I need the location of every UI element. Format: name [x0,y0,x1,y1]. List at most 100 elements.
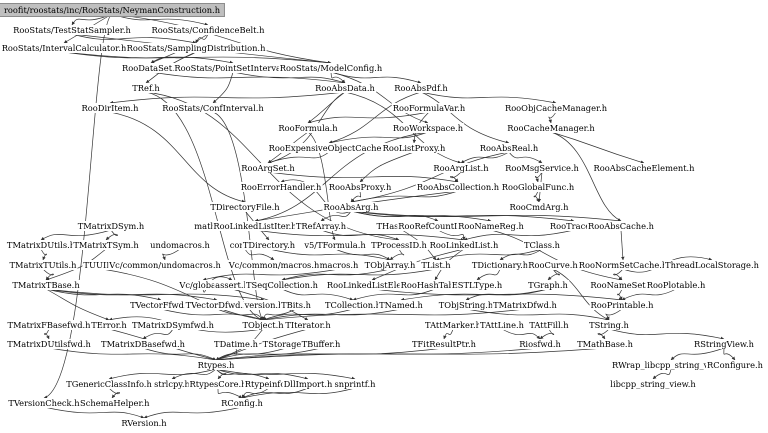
node-tmathbase[interactable]: TMathBase.h [576,339,634,349]
node-tfitresultptr[interactable]: TFitResultPtr.h [411,339,477,349]
node-snprintf[interactable]: snprintf.h [333,379,377,389]
node-rooworkspace[interactable]: RooWorkspace.h [391,123,465,133]
node-rconfig[interactable]: RConfig.h [220,398,264,408]
node-tobjarray[interactable]: TObjArray.h [363,260,417,270]
node-tstorage[interactable]: TStorage.h [261,339,311,349]
node-estltype[interactable]: ESTLType.h [450,280,504,290]
node-tbuffer[interactable]: TBuffer.h [300,339,342,349]
node-rwrap-libcpp-string-view[interactable]: RWrap_libcpp_string_view.h [611,360,731,370]
node-trefarray[interactable]: TRefArray.h [294,221,348,231]
node-rooabspdf[interactable]: RooAbsPdf.h [393,83,449,93]
node-tmatrixfbasefwd[interactable]: TMatrixFBasefwd.h [6,320,92,330]
node-tseqcollection[interactable]: TSeqCollection.h [245,280,319,290]
node-roostats-samplingdistribution[interactable]: RooStats/SamplingDistribution.h [125,43,267,53]
node-rooabscacheelement[interactable]: RooAbsCacheElement.h [592,163,696,173]
node-roolinkedlistiter[interactable]: RooLinkedListIter.h [212,221,298,231]
node-riosfwd[interactable]: Riosfwd.h [518,339,562,349]
node-tcollection[interactable]: TCollection.h [323,300,383,310]
node-rooplotable[interactable]: RooPlotable.h [645,280,707,290]
node-roomsgservice[interactable]: RooMsgService.h [504,163,580,173]
node-rooabscache[interactable]: RooAbsCache.h [587,221,655,231]
node-tmatrixdbasefwd[interactable]: TMatrixDBasefwd.h [100,339,186,349]
node-tmatrixdutilsfwd[interactable]: TMatrixDUtilsfwd.h [6,339,92,349]
node-rooabsproxy[interactable]: RooAbsProxy.h [327,182,393,192]
node-assert[interactable]: assert.h [214,280,250,290]
node-libcpp-string-view[interactable]: libcpp_string_view.h [609,379,697,389]
node-dllimport[interactable]: DllImport.h [282,379,334,389]
node-roostats-teststatsampler[interactable]: RooStats/TestStatSampler.h [12,25,132,35]
node-rconfigure[interactable]: RConfigure.h [706,360,764,370]
node-rooabsreal[interactable]: RooAbsReal.h [478,143,540,153]
node-tmatrixdsym[interactable]: TMatrixDSym.h [76,221,146,231]
node-roostats-modelconfig[interactable]: RooStats/ModelConfig.h [278,63,384,73]
node-tnamed[interactable]: TNamed.h [378,300,424,310]
node-roocurve[interactable]: RooCurve.h [527,260,579,270]
node-tmatrixdsymfwd[interactable]: TMatrixDSymfwd.h [131,320,215,330]
node-roostats-pointsetinterval[interactable]: RooStats/PointSetInterval.h [173,63,293,73]
node-roorefcountlist[interactable]: RooRefCountList.h [397,221,479,231]
node-tobject[interactable]: TObject.h [241,320,285,330]
node-tdictionary[interactable]: TDictionary.h [470,260,530,270]
node-roostats-intervalcalculator[interactable]: RooStats/IntervalCalculator.h [0,43,128,53]
node-tmatrixtutils[interactable]: TMatrixTUtils.h [8,260,78,270]
node-tattfill[interactable]: TAttFill.h [528,320,570,330]
node-tdirectoryfile[interactable]: TDirectoryFile.h [209,202,281,212]
node-roodataset[interactable]: RooDataSet.h [120,63,182,73]
node-tvectorffwd[interactable]: TVectorFfwd.h [129,300,193,310]
node-tref[interactable]: TRef.h [131,83,161,93]
node-v5-tformula[interactable]: v5/TFormula.h [303,240,367,250]
node-tmatrixdfwd[interactable]: TMatrixDfwd.h [492,300,558,310]
node-vc-common-macros[interactable]: Vc/common/macros.h [227,260,321,270]
node-rtypescore[interactable]: RtypesCore.h [188,379,248,389]
node-roodiritem[interactable]: RooDirItem.h [80,103,140,113]
node-roonameset[interactable]: RooNameSet.h [589,280,655,290]
node-roohashtable[interactable]: RooHashTable.h [399,280,471,290]
node-tvectordfwd[interactable]: TVectorDfwd.h [184,300,250,310]
node-roocachemanager[interactable]: RooCacheManager.h [506,123,596,133]
node-rooabscollection[interactable]: RooAbsCollection.h [415,182,501,192]
node-tuuid[interactable]: TUUID.h [82,260,122,270]
node-roolinkedlistelem[interactable]: RooLinkedListElem.h [325,280,419,290]
node-tmatrixdutils[interactable]: TMatrixDUtils.h [5,240,77,250]
node-tattmarker[interactable]: TAttMarker.h [424,320,482,330]
node-version[interactable]: version.h [243,300,285,310]
node-tobjstring[interactable]: TObjString.h [437,300,495,310]
node-tmatrixtbase[interactable]: TMatrixTBase.h [11,280,81,290]
node-tprocessid[interactable]: TProcessID.h [370,240,428,250]
graph-root-node[interactable]: roofit/roostats/inc/RooStats/NeymanConst… [0,3,226,17]
node-roocmdarg[interactable]: RooCmdArg.h [508,202,570,212]
node-math[interactable]: math.h [193,221,225,231]
node-tstring[interactable]: TString.h [588,320,630,330]
node-roostats-confinterval[interactable]: RooStats/ConfInterval.h [161,103,265,113]
node-tdatime[interactable]: TDatime.h [213,339,259,349]
node-rooabsdata[interactable]: RooAbsData.h [314,83,376,93]
node-macros[interactable]: macros.h [318,260,360,270]
node-strlcpy[interactable]: strlcpy.h [153,379,191,389]
node-rooarglist[interactable]: RooArgList.h [432,163,490,173]
node-rooexpensiveobjectcache[interactable]: RooExpensiveObjectCache.h [267,143,391,153]
node-rtypeinfo[interactable]: Rtypeinfo.h [243,379,295,389]
node-rooformula[interactable]: RooFormula.h [277,123,339,133]
node-rooprintable[interactable]: RooPrintable.h [589,300,655,310]
node-roostats-confidencebelt[interactable]: RooStats/ConfidenceBelt.h [150,25,266,35]
node-rooerrorhandler[interactable]: RooErrorHandler.h [239,182,323,192]
node-threadlocalstorage[interactable]: ThreadLocalStorage.h [664,260,760,270]
node-rtypes[interactable]: Rtypes.h [196,360,236,370]
node-rooabsarg[interactable]: RooAbsArg.h [322,202,380,212]
node-vc-common-undomacros[interactable]: Vc/common/undomacros.h [108,260,222,270]
node-tgenericclassinfo[interactable]: TGenericClassInfo.h [65,379,153,389]
node-tschemahelper[interactable]: TSchemaHelper.h [73,398,151,408]
node-tmatrixtsym[interactable]: TMatrixTSym.h [72,240,140,250]
node-tattline[interactable]: TAttLine.h [479,320,525,330]
node-tdirectory[interactable]: TDirectory.h [241,240,297,250]
node-roolinkedlist[interactable]: RooLinkedList.h [428,240,500,250]
node-rstringview[interactable]: RStringView.h [692,339,756,349]
node-rooformulavar[interactable]: RooFormulaVar.h [391,103,467,113]
node-roolistproxy[interactable]: RooListProxy.h [381,143,447,153]
node-rootrace[interactable]: RooTrace.h [548,221,600,231]
node-undomacros[interactable]: undomacros.h [149,240,211,250]
node-rversion[interactable]: RVersion.h [120,418,168,428]
node-tlist[interactable]: TList.h [420,260,452,270]
node-terror[interactable]: TError.h [90,320,128,330]
node-roonamereg[interactable]: RooNameReg.h [457,221,525,231]
